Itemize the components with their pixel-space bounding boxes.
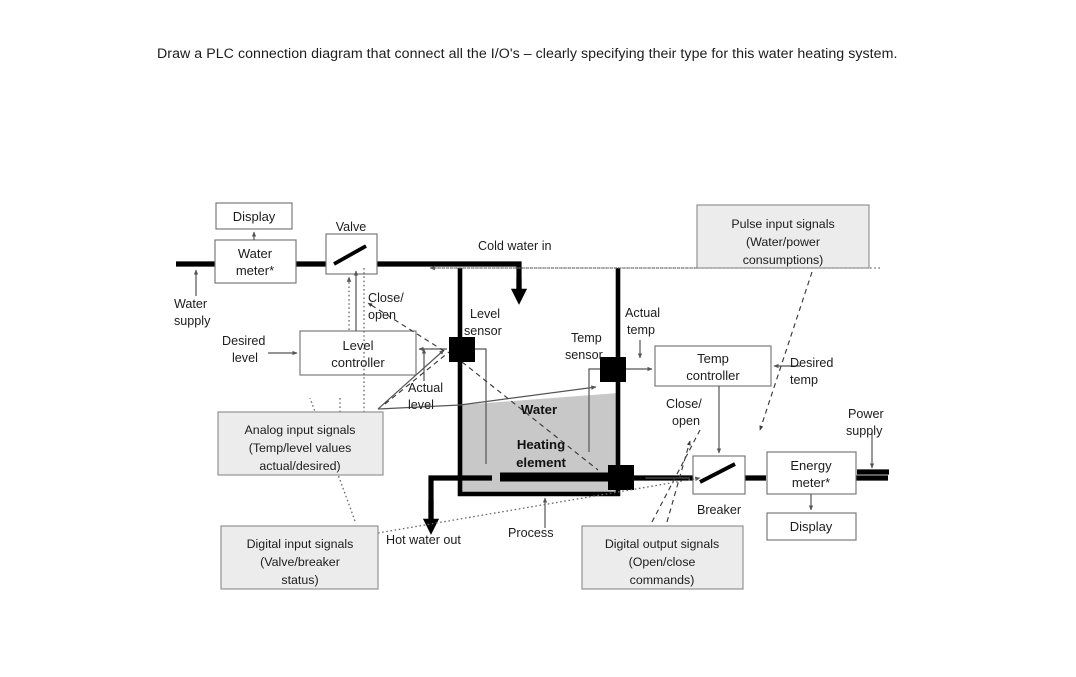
level-sensor-probe: [475, 348, 487, 464]
close-open-left-label-line1: Close/: [368, 291, 404, 305]
heating-element-terminal: [608, 465, 634, 490]
cold-water-in-label: Cold water in: [478, 239, 552, 253]
energy-meter-label-line2: meter*: [792, 475, 830, 490]
breaker-switch-blade: [699, 462, 736, 484]
callout-pulse-line3: consumptions): [743, 253, 824, 267]
display-top-label: Display: [233, 209, 276, 224]
callout-digin-line1: Digital input signals: [247, 537, 354, 551]
actual-temp-label-line2: temp: [627, 323, 655, 337]
energy-meter-label-line1: Energy: [790, 458, 832, 473]
dashed-levelctrl-closeopen: [367, 302, 445, 352]
display-top-block[interactable]: Display: [215, 202, 293, 230]
question-prompt: Draw a PLC connection diagram that conne…: [157, 46, 898, 62]
callout-digout-line3: commands): [630, 573, 695, 587]
level-sensor-node: [449, 337, 475, 362]
dashed-analog-to-tempsensor: [461, 361, 599, 471]
temp-controller-label-line1: Temp: [697, 351, 729, 366]
level-controller-label-line2: controller: [331, 355, 385, 370]
water-label: Water: [521, 402, 557, 417]
callout-analog-line3: actual/desired): [259, 459, 340, 473]
water-meter-block[interactable]: Water meter*: [214, 239, 297, 284]
actual-level-label-line1: Actual: [408, 381, 443, 395]
callout-analog-input: Analog input signals (Temp/level values …: [217, 411, 384, 476]
temp-sensor-label-line2: sensor: [565, 348, 603, 362]
breaker-block[interactable]: [692, 455, 746, 495]
callout-digin-line3: status): [281, 573, 318, 587]
desired-level-label-line2: level: [232, 351, 258, 365]
water-meter-label-line2: meter*: [236, 263, 274, 278]
valve-block[interactable]: [325, 233, 378, 275]
display-bottom-label: Display: [790, 519, 833, 534]
valve-label: Valve: [336, 220, 367, 234]
sensor-nodes: [449, 337, 634, 490]
callout-digout-line2: (Open/close: [629, 555, 696, 569]
close-open-left-label-line2: open: [368, 308, 396, 322]
valve-switch-blade: [333, 244, 367, 266]
tank-water-region: [460, 393, 618, 494]
actual-temp-label-line1: Actual: [625, 306, 660, 320]
dashed-analog-to-levelsensor: [384, 351, 450, 405]
temp-sensor-probe: [588, 368, 600, 452]
callout-digital-input: Digital input signals (Valve/breaker sta…: [220, 525, 379, 590]
dotted-digin-leader-left: [309, 397, 356, 522]
close-open-right-label-line1: Close/: [666, 397, 702, 411]
desired-temp-label-line2: temp: [790, 373, 818, 387]
heating-element-label-line2: element: [516, 455, 566, 470]
callout-pulse-input: Pulse input signals (Water/power consump…: [696, 204, 870, 269]
heating-element-label-line1: Heating: [517, 437, 565, 452]
control-signal-lines: [193, 231, 875, 535]
callout-pulse-line1: Pulse input signals: [731, 217, 834, 231]
close-open-right-label-line2: open: [672, 414, 700, 428]
temp-controller-block[interactable]: Temp controller: [654, 345, 772, 387]
power-supply-label-line1: Power: [848, 407, 884, 421]
callout-pulse-line2: (Water/power: [746, 235, 820, 249]
level-controller-block[interactable]: Level controller: [299, 330, 417, 376]
level-leader-to-sensor: [377, 349, 445, 410]
temp-sensor-node: [600, 357, 626, 382]
process-label: Process: [508, 526, 554, 540]
desired-level-label-line1: Desired: [222, 334, 265, 348]
level-controller-label-line1: Level: [342, 338, 373, 353]
callout-digin-line2: (Valve/breaker: [260, 555, 340, 569]
dashed-pulse-to-energymeter: [759, 271, 813, 431]
temp-controller-label-line2: controller: [686, 368, 740, 383]
level-sensor-label-line2: sensor: [464, 324, 502, 338]
callout-analog-line2: (Temp/level values: [249, 441, 352, 455]
diagram-text-labels: Valve Cold water in Water supply Desired…: [174, 220, 884, 547]
level-surface-leader-right: [459, 385, 597, 406]
breaker-label: Breaker: [697, 503, 741, 517]
callout-analog-line1: Analog input signals: [245, 423, 356, 437]
water-meter-label-line1: Water: [238, 246, 273, 261]
callout-digital-output: Digital output signals (Open/close comma…: [581, 525, 744, 590]
hot-water-out-label: Hot water out: [386, 533, 461, 547]
level-surface-leader-left: [377, 404, 461, 410]
temp-sensor-label-line1: Temp: [571, 331, 602, 345]
annotation-leader-lines: [309, 265, 880, 534]
water-supply-label-line2: supply: [174, 314, 211, 328]
display-bottom-block[interactable]: Display: [766, 512, 857, 541]
water-supply-label-line1: Water: [174, 297, 207, 311]
energy-meter-block[interactable]: Energy meter*: [766, 451, 857, 495]
dashed-digout-to-valve-area: [666, 440, 691, 523]
callout-digout-line1: Digital output signals: [605, 537, 719, 551]
actual-level-label-line2: level: [408, 398, 434, 412]
level-sensor-label-line1: Level: [470, 307, 500, 321]
desired-temp-label-line1: Desired: [790, 356, 833, 370]
power-supply-label-line2: supply: [846, 424, 883, 438]
